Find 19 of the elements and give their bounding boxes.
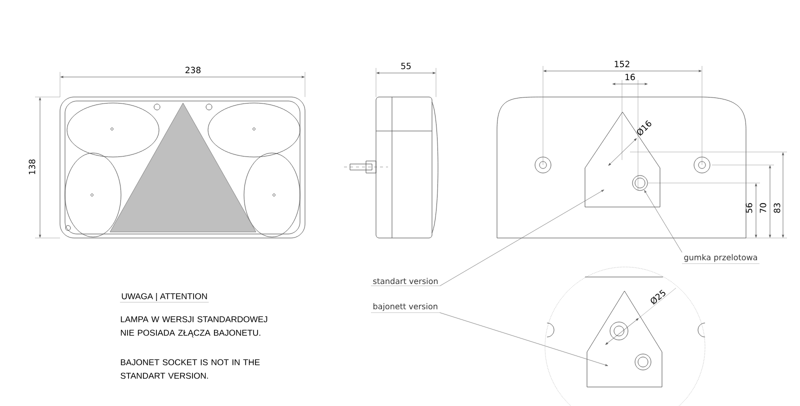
leader-label: standart version [370,278,440,286]
leader-line [440,312,608,366]
grommet-hole [632,175,648,191]
mounting-plate [584,112,660,208]
leader-label: bajonett version [370,303,440,313]
note-text: LAMPA W WERSJI STANDARDOWEJ NIE POSIADA ZŁĄCZA BAJONETU. [120,316,268,338]
leader-line [644,190,682,253]
dimension-value: 152 [614,60,630,68]
dimension-value: 16 [626,74,635,80]
dimension-value: 70 [760,203,766,213]
leader-label: gumka przelotowa [682,254,760,264]
dimension-value: 138 [28,159,36,174]
note-text: BAJONET SOCKET IS NOT IN THE STANDART VERSION. [120,359,260,379]
dimension-value: 56 [746,203,752,213]
leader-line [440,190,604,286]
dimension-value: 83 [774,203,780,213]
note-heading: UWAGA | ATTENTION [120,293,209,302]
dimension-value: 238 [186,66,201,74]
dimension-value: 55 [401,62,411,70]
